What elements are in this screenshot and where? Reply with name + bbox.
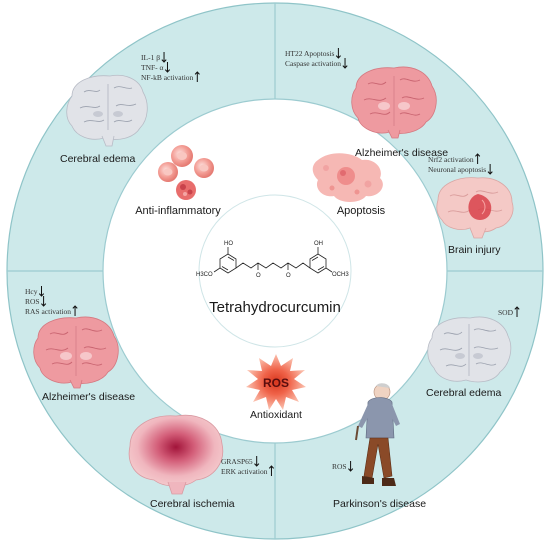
apoptotic-cell-icon: [312, 153, 383, 202]
arrow-up-icon: [72, 305, 78, 316]
arrow-down-icon: [38, 286, 45, 297]
marker-alzheimers-left-0: Hcy: [25, 287, 38, 296]
alzheimers-brain-left-icon: [33, 316, 119, 389]
label-alzheimers-top: Alzheimer's disease: [355, 147, 448, 159]
center-panel-ring: [198, 194, 352, 348]
arrow-up-icon: [268, 465, 275, 476]
atom-ome-left: H3CO: [196, 272, 213, 278]
atom-ketone-2: O: [286, 273, 291, 279]
arrow-down-icon: [254, 456, 260, 467]
label-brain-injury: Brain injury: [448, 244, 501, 256]
atom-oh-right: OH: [314, 241, 323, 247]
arrow-up-icon: [514, 306, 520, 317]
marker-alzheimers-top-0: HT22 Apoptosis: [285, 49, 334, 58]
brain-injury-icon: [436, 177, 514, 239]
label-cerebral-ischemia: Cerebral ischemia: [150, 498, 235, 510]
arrow-down-icon: [487, 164, 493, 175]
atom-oh-left: HO: [224, 241, 233, 247]
markers-cerebral-edema-right: SOD: [498, 306, 520, 317]
arrow-down-icon: [161, 52, 167, 63]
alzheimers-brain-top-icon: [351, 66, 437, 139]
compound-label: Tetrahydrocurcumin: [209, 299, 341, 316]
cerebral-ischemia-brain-icon: [128, 414, 224, 495]
arrow-down-icon: [335, 48, 341, 59]
arrow-down-icon: [342, 58, 348, 69]
label-antioxidant: Antioxidant: [250, 409, 302, 421]
marker-cerebral-ischemia-0: GRASP65: [221, 457, 253, 466]
chemical-structure: [213, 247, 333, 274]
marker-alzheimers-top-1: Caspase activation: [285, 59, 341, 68]
blood-cells-icon: [158, 145, 214, 200]
markers-parkinsons: ROS: [332, 461, 354, 472]
marker-alzheimers-left-1: ROS: [25, 297, 40, 306]
label-parkinsons: Parkinson's disease: [333, 498, 426, 510]
label-apoptosis: Apoptosis: [337, 205, 386, 217]
label-cerebral-edema-right: Cerebral edema: [426, 387, 501, 399]
parkinsons-patient-icon: [355, 383, 400, 486]
atom-ketone-1: O: [256, 273, 261, 279]
marker-brain-injury-1: Neuronal apoptosis: [428, 165, 486, 174]
center-panel: [191, 221, 359, 323]
atom-ome-right: OCH3: [332, 272, 349, 278]
marker-parkinsons-0: ROS: [332, 462, 347, 471]
arrow-up-icon: [194, 71, 200, 82]
marker-cerebral-edema-top-1: TNF- α: [141, 63, 164, 72]
marker-cerebral-edema-top-2: NF-kB activation: [141, 73, 194, 82]
label-alzheimers-left: Alzheimer's disease: [42, 391, 135, 403]
marker-cerebral-edema-top-0: IL-1 β: [141, 53, 160, 62]
ros-burst-icon: ROS: [246, 354, 306, 410]
marker-cerebral-ischemia-1: ERK activation: [221, 467, 268, 476]
label-cerebral-edema-top: Cerebral edema: [60, 153, 135, 165]
cerebral-edema-brain-top-icon: [66, 74, 148, 147]
marker-brain-injury-0: Nrf2 activation: [428, 155, 474, 164]
label-anti-inflammatory: Anti-inflammatory: [135, 205, 221, 217]
marker-alzheimers-left-2: RAS activation: [25, 307, 71, 316]
arrow-down-icon: [41, 296, 47, 307]
marker-cerebral-edema-right-0: SOD: [498, 308, 514, 317]
arrow-up-icon: [475, 153, 481, 164]
cerebral-edema-brain-right-icon: [427, 316, 512, 383]
ros-badge-label: ROS: [263, 376, 289, 390]
arrow-down-icon: [164, 62, 171, 73]
arrow-down-icon: [348, 461, 354, 472]
